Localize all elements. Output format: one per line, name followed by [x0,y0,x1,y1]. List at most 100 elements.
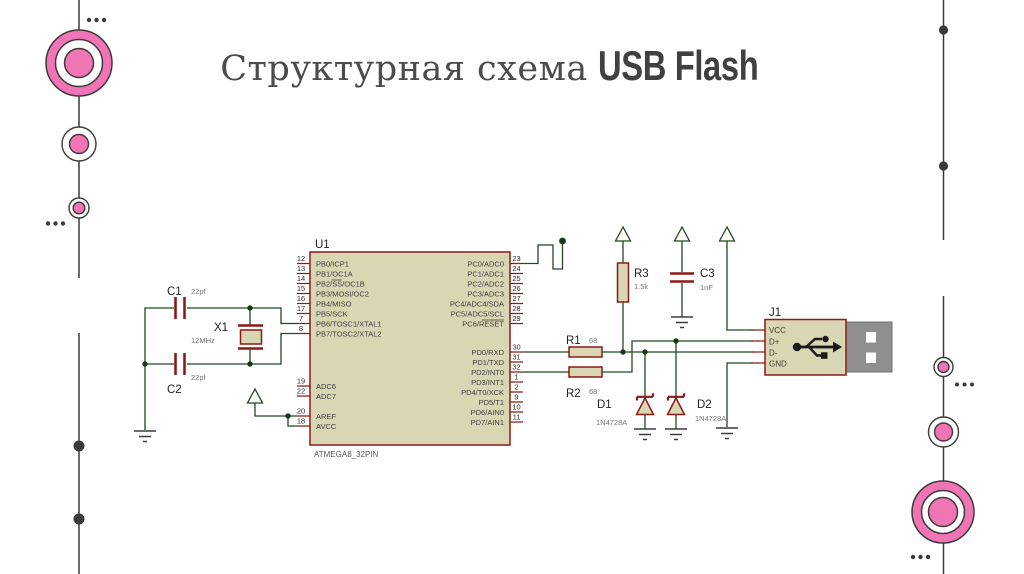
decor-bead-left-2 [73,513,85,525]
pin-number: 7 [299,314,303,323]
component-ref: D1 [597,399,612,411]
usb-plug-contact-1 [866,332,876,343]
diode-d2-triangle-icon [666,396,686,416]
chip-right-pin-numbers: 23 24 25 26 27 28 29 30 31 32 1 2 9 10 1… [512,254,520,422]
pin-number: 26 [512,284,520,293]
pin-name: PC5/ADC5/SCL [451,310,504,319]
power-arrows [246,225,736,404]
pin-number: 14 [297,274,305,283]
ground-symbols [134,316,738,443]
crystal-x1: X1 12MHz [191,322,263,350]
pin-number: 19 [297,377,305,386]
junction-dots [142,237,679,419]
component-ref: R2 [566,388,581,400]
capacitor-c1: C1 22pf [167,286,207,319]
chip-ref: U1 [315,239,330,251]
component-value: 1.5k [634,282,648,291]
pin-number: 12 [297,254,305,263]
component-ref: C1 [167,286,182,298]
j1-pin-label: D- [769,349,778,358]
ground-j1-icon [716,427,738,440]
chip-part-number: ATMEGA8_32PIN [314,450,379,459]
usb-plug-icon [845,321,893,373]
pin-number: 30 [512,343,520,352]
wire-dplus-line [523,340,753,373]
usb-trident-icon [792,335,842,359]
j1-pin-label: GND [769,360,787,369]
ground-d2-icon [665,428,687,441]
pin-number: 20 [297,407,305,416]
decor-circle-large-right [911,480,975,544]
j1-pin-label: D+ [769,338,780,347]
pin-number: 9 [514,393,518,402]
vcc-power-arrow-avcc-icon [246,387,264,404]
pin-name: PD5/T1 [479,398,504,407]
page-title-bold-text: USB Flash [598,42,759,89]
pin-number: 28 [512,304,520,313]
component-value: 12MHz [191,336,215,345]
pin-name: ADC6 [316,382,336,391]
pin-name: PD6/AIN0 [471,408,504,417]
pin-name: PC6/RESET [462,320,504,329]
component-value: 1N4728A [695,414,726,423]
component-ref: C2 [167,384,182,396]
wire-pc0-zigzag [523,241,564,270]
component-ref: R1 [566,335,581,347]
pin-number: 13 [297,264,305,273]
resistor-r3: R3 1.5k [616,262,649,303]
pin-name: PC0/ADC0 [467,260,504,269]
component-ref: D2 [697,399,712,411]
pin-name: PB7/TOSC2/XTAL2 [316,330,382,339]
usb-connector-j1: J1 VCC D+ D- GND [751,307,893,376]
decor-circle-small-left [68,197,90,219]
pin-name: PC4/ADC4/SDA [450,300,504,309]
page-title-text: Структурная схема [220,49,588,89]
wire-j1-vcc [726,241,753,331]
ground-d1-icon [634,428,656,441]
crystal-x1-plates-icon [238,324,263,350]
pin-number: 23 [512,254,520,263]
pin-number: 18 [297,417,305,426]
decor-bead-left-1 [73,440,85,452]
capacitor-c2-icon [174,353,186,375]
pin-number: 29 [512,314,520,323]
pin-name: PC2/ADC2 [467,280,504,289]
pin-number: 11 [513,413,521,422]
diode-d1-triangle-icon [635,396,655,416]
pin-name: PD7/AIN1 [471,418,504,427]
component-ref: X1 [214,322,228,334]
page-title: Структурная схема USB Flash [0,42,1024,90]
pin-name: PD0/RXD [471,348,504,357]
usb-plug-contact-2 [866,352,876,363]
component-ref: J1 [769,307,781,319]
decor-ellipsis-right-bottom [910,554,931,560]
decor-bead-right-2 [938,161,949,171]
pin-number: 17 [297,304,305,313]
chip-pin-stubs [297,262,523,427]
pin-number: 32 [512,363,520,372]
chip-u1-body [309,251,511,446]
chip-left-pin-names: PB0/ICP1 PB1/OC1A PB2/SS/OC1B PB3/MOSI/O… [316,260,382,432]
decor-left-column [45,0,113,574]
vcc-power-arrow-c3-icon [673,225,691,242]
crystal-x1-body-icon [239,329,263,345]
pin-name: ADC7 [316,392,336,401]
j1-pin-label: VCC [769,326,786,335]
resistor-r1: R1 68 [566,335,603,358]
diode-d1-bar-icon [635,393,655,401]
vcc-power-arrow-j1-icon [718,225,736,242]
pin-name: PC3/ADC3 [467,290,504,299]
pin-name: PB6/TOSC1/XTAL1 [316,320,382,329]
pin-name: AREF [316,412,336,421]
chip-left-pin-numbers: 12 13 14 15 16 17 7 8 19 22 20 18 [297,254,305,426]
chip-right-pin-names: PC0/ADC0 PC1/ADC1 PC2/ADC2 PC3/ADC3 PC4/… [450,260,505,428]
pin-number: 31 [512,353,520,362]
pin-number: 1 [514,373,518,382]
ground-crystal-icon [134,430,156,443]
pin-number: 22 [297,387,305,396]
decor-ellipsis-right-mid [955,382,974,387]
resistor-r1-body-icon [568,346,603,358]
component-value: 1N4728A [596,418,627,427]
decor-circle-large-left [45,29,113,97]
